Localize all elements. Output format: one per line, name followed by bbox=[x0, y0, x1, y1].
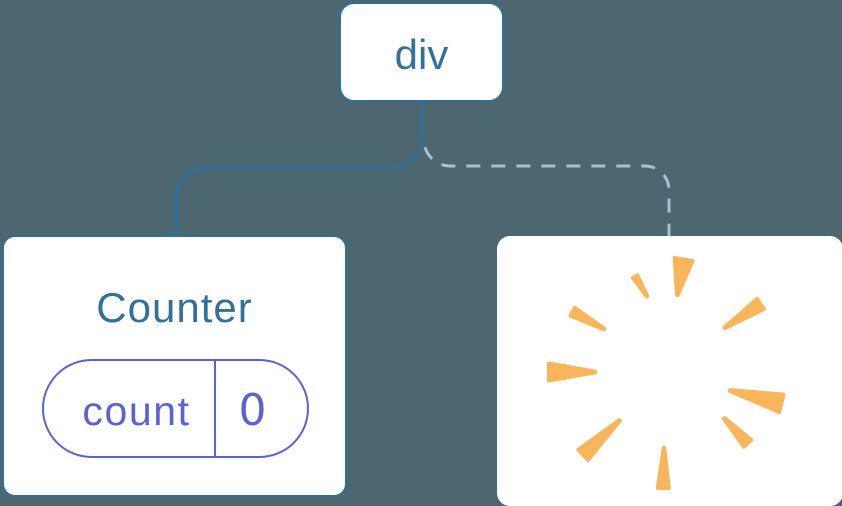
ray-left bbox=[547, 361, 597, 383]
state-pill: count 0 bbox=[41, 358, 309, 458]
ray-lower-right bbox=[722, 416, 754, 449]
root-node-label: div bbox=[394, 31, 449, 78]
edge-root-to-new-state bbox=[423, 146, 671, 236]
ray-upper-right bbox=[722, 297, 766, 331]
sparkle-icon bbox=[547, 256, 786, 491]
state-pill-label-cell: count bbox=[44, 360, 216, 456]
state-pill-value-cell: 0 bbox=[216, 361, 307, 456]
ray-top-tick bbox=[631, 273, 650, 299]
edge-root-to-counter bbox=[174, 101, 423, 236]
state-pill-label: count bbox=[82, 387, 191, 434]
ray-upper-left bbox=[568, 305, 607, 332]
ray-right bbox=[727, 388, 786, 414]
counter-card-title: Counter bbox=[96, 284, 253, 331]
state-pill-value: 0 bbox=[238, 384, 267, 436]
ray-top bbox=[672, 256, 695, 298]
ray-bottom bbox=[655, 446, 671, 491]
root-node-div: div bbox=[339, 2, 504, 102]
new-state-card bbox=[497, 236, 842, 506]
counter-component-card: Counter count 0 bbox=[2, 235, 347, 497]
ray-lower-left bbox=[576, 418, 622, 462]
